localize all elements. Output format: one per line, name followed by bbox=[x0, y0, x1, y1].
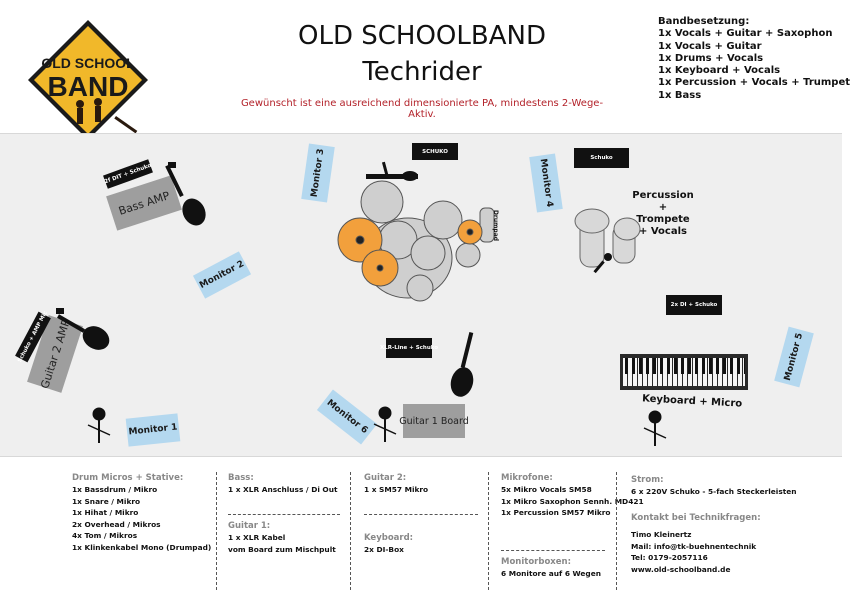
title-line-1: OLD SCHOOLBAND bbox=[298, 21, 546, 51]
band-member: 1x Keyboard + Vocals bbox=[658, 65, 781, 77]
band-member: 1x Percussion + Vocals + Trumpet bbox=[658, 77, 850, 89]
footer-power: Strom: 6 x 220V Schuko - 5-fach Steckerl… bbox=[631, 475, 797, 496]
drum-kit-icon bbox=[337, 161, 495, 302]
title-line-2: Techrider bbox=[362, 57, 482, 87]
pa-requirement: Gewünscht ist eine ausreichend dimension… bbox=[240, 98, 604, 120]
guitar2-icon bbox=[56, 308, 110, 350]
band-member: 1x Bass bbox=[658, 89, 702, 101]
band-member: 1x Vocals + Guitar + Saxophon bbox=[658, 28, 833, 40]
power-keyboard: 2x DI + Schuko bbox=[666, 295, 722, 315]
footer-guitar2: Guitar 2: 1 x SM57 Mikro bbox=[364, 473, 429, 494]
band-lineup: Bandbesetzung: 1x Vocals + Guitar + Saxo… bbox=[658, 16, 850, 102]
band-heading: Bandbesetzung: bbox=[658, 16, 750, 27]
guitar1-icon bbox=[450, 332, 474, 397]
logo-sign-icon: OLD SCHOOL BAND bbox=[28, 20, 148, 140]
mic-stand-icon bbox=[87, 407, 111, 443]
guitar1-board: Guitar 1 Board bbox=[399, 404, 469, 438]
logo-line1: OLD SCHOOL bbox=[41, 55, 135, 71]
band-member: 1x Drums + Vocals bbox=[658, 52, 764, 64]
percussion-label: Percussion + Trompete + Vocals bbox=[632, 190, 694, 237]
percussion-drums-icon bbox=[574, 208, 641, 274]
power-drums: SCHUKO bbox=[412, 143, 458, 160]
footer-bass: Bass: 1 x XLR Anschluss / Di Out bbox=[228, 473, 338, 494]
keyboard-icon bbox=[620, 354, 748, 390]
footer-monitorboxes: Monitorboxen: 6 Monitore auf 6 Wegen bbox=[501, 557, 602, 578]
logo-line2: BAND bbox=[48, 71, 129, 102]
band-logo: OLD SCHOOL BAND bbox=[24, 16, 164, 150]
footer-requirements: Drum Micros + Stative: 1x Bassdrum / Mik… bbox=[0, 466, 842, 596]
power-guitar1: XLR-Line + Schuko bbox=[380, 338, 438, 358]
footer-mics: Mikrofone: 5x Mikro Vocals SM58 1x Mikro… bbox=[501, 473, 644, 518]
mic-stand-icon bbox=[643, 410, 667, 446]
page-title: OLD SCHOOLBAND Techrider bbox=[240, 20, 604, 88]
band-member: 1x Vocals + Guitar bbox=[658, 40, 762, 52]
footer-contact: Kontakt bei Technikfragen: Timo Kleinert… bbox=[631, 513, 761, 574]
drumpad-label: Drumpad bbox=[492, 209, 500, 242]
mic-stand-icon bbox=[373, 406, 397, 442]
footer-guitar1: Guitar 1: 1 x XLR Kabel vom Board zum Mi… bbox=[228, 521, 336, 554]
power-percussion: Schuko bbox=[574, 148, 629, 168]
footer-drums: Drum Micros + Stative: 1x Bassdrum / Mik… bbox=[72, 473, 212, 552]
bass-guitar-icon bbox=[165, 162, 206, 226]
footer-keyboard: Keyboard: 2x DI-Box bbox=[364, 533, 414, 554]
monitor-1: Monitor 1 bbox=[125, 413, 181, 447]
